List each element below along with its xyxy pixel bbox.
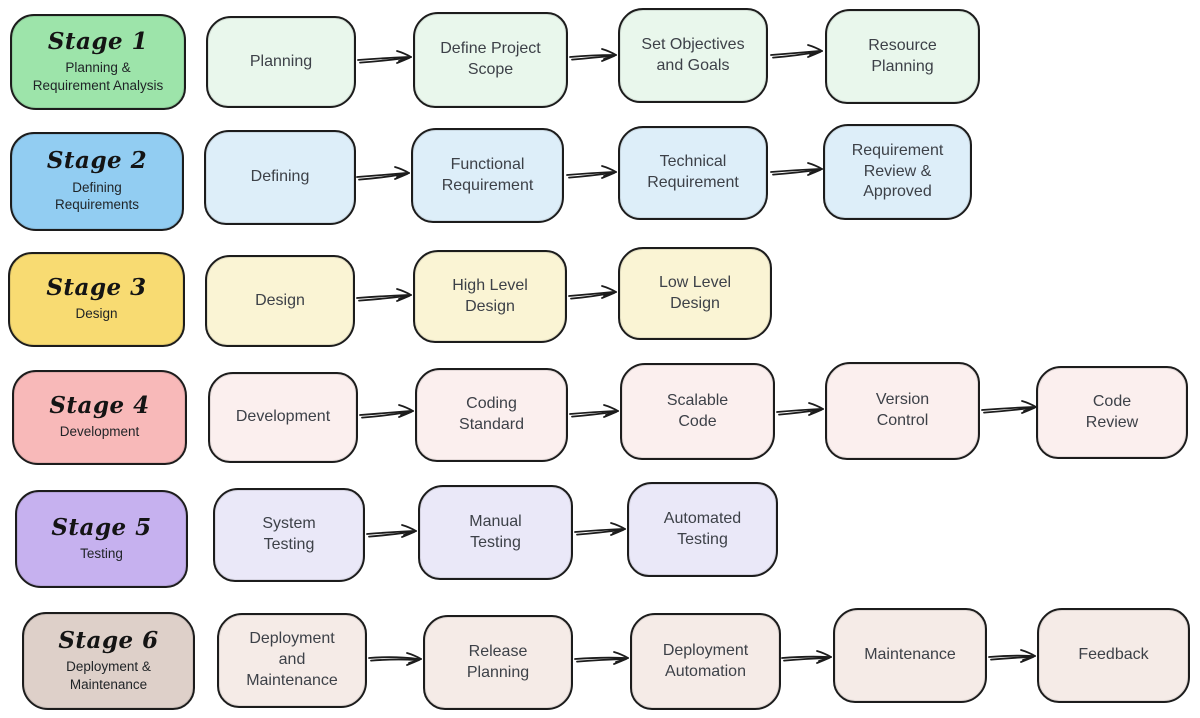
stage-6-subtitle: Deployment & Maintenance <box>66 659 151 692</box>
flow-arrow <box>776 402 824 416</box>
stage-1-subtitle: Planning & Requirement Analysis <box>32 60 164 93</box>
step-label: Low Level Design <box>658 273 732 312</box>
step-label: Release Planning <box>466 642 530 681</box>
flow-arrow <box>988 649 1036 663</box>
flow-arrow <box>566 165 617 179</box>
stage-2-box: Stage 2 Defining Requirements <box>10 132 184 231</box>
flow-arrow <box>368 652 422 666</box>
stage-3-subtitle: Design <box>75 306 118 322</box>
step-label: Manual Testing <box>469 512 522 551</box>
stage-1-title: Stage 1 <box>47 27 149 55</box>
stage-3-box: Stage 3 Design <box>8 252 185 347</box>
step-resource-planning: Resource Planning <box>825 9 980 104</box>
flow-arrow <box>359 404 414 419</box>
stage-5-title: Stage 5 <box>51 513 152 541</box>
flow-arrow <box>770 162 823 176</box>
stage-2-subtitle: Defining Requirements <box>54 179 140 213</box>
step-label: Defining <box>250 168 310 186</box>
stage-4-box: Stage 4 Development <box>12 370 187 465</box>
step-technical-requirement: Technical Requirement <box>618 126 768 220</box>
step-code-review: Code Review <box>1036 366 1188 459</box>
flow-arrow <box>568 285 617 300</box>
step-label: Functional Requirement <box>441 155 534 194</box>
step-defining: Defining <box>204 130 356 225</box>
step-label: Maintenance <box>864 646 956 664</box>
step-design: Design <box>205 255 355 347</box>
step-label: Automated Testing <box>663 509 742 548</box>
step-release-planning: Release Planning <box>423 615 573 710</box>
step-version-control: Version Control <box>825 362 980 460</box>
step-maintenance: Maintenance <box>833 608 987 703</box>
step-requirement-review-approved: Requirement Review & Approved <box>823 124 972 220</box>
step-deployment-automation: Deployment Automation <box>630 613 781 710</box>
step-functional-requirement: Functional Requirement <box>411 128 564 223</box>
step-label: Code Review <box>1085 392 1139 431</box>
step-define-project-scope: Define Project Scope <box>413 12 568 108</box>
step-label: Design <box>255 291 305 309</box>
flow-arrow <box>357 50 412 64</box>
step-label: Development <box>235 408 331 426</box>
step-automated-testing: Automated Testing <box>627 482 778 577</box>
flow-arrow <box>981 400 1037 414</box>
flow-arrow <box>366 524 417 538</box>
step-deployment-and-maintenance: Deployment and Maintenance <box>217 613 367 708</box>
step-label: Technical Requirement <box>647 153 739 191</box>
step-set-objectives-and-goals: Set Objectives and Goals <box>618 8 768 103</box>
step-label: System Testing <box>262 515 316 553</box>
flow-arrow <box>569 404 619 418</box>
flow-arrow <box>356 288 412 302</box>
stage-3-title: Stage 3 <box>46 274 147 302</box>
flow-arrow <box>356 166 410 181</box>
step-label: Set Objectives and Goals <box>641 35 745 74</box>
step-label: Requirement Review & Approved <box>851 141 944 201</box>
stage-5-subtitle: Testing <box>80 545 123 561</box>
stage-6-title: Stage 6 <box>58 626 159 654</box>
step-label: Feedback <box>1078 646 1149 664</box>
stage-5-box: Stage 5 Testing <box>15 490 188 588</box>
step-label: Planning <box>249 52 313 70</box>
step-development: Development <box>208 372 358 463</box>
step-label: Version Control <box>875 391 930 429</box>
step-label: Define Project Scope <box>440 40 541 78</box>
step-label: Resource Planning <box>868 36 937 75</box>
stage-6-box: Stage 6 Deployment & Maintenance <box>22 612 195 710</box>
step-label: Deployment and Maintenance <box>246 630 338 689</box>
stage-2-title: Stage 2 <box>46 147 148 175</box>
step-label: Coding Standard <box>459 395 524 433</box>
step-label: Scalable Code <box>666 391 729 430</box>
step-low-level-design: Low Level Design <box>618 247 772 340</box>
stage-4-title: Stage 4 <box>49 392 150 420</box>
step-manual-testing: Manual Testing <box>418 485 573 580</box>
step-label: Deployment Automation <box>662 641 749 680</box>
step-high-level-design: High Level Design <box>413 250 567 343</box>
flow-arrow <box>574 651 629 665</box>
step-label: High Level Design <box>452 276 528 315</box>
step-planning: Planning <box>206 16 356 108</box>
flow-arrow <box>770 44 823 59</box>
flow-arrow <box>569 48 617 62</box>
flow-arrow <box>574 522 626 536</box>
stage-4-subtitle: Development <box>59 424 140 440</box>
stage-1-box: Stage 1 Planning & Requirement Analysis <box>10 14 186 110</box>
step-coding-standard: Coding Standard <box>415 368 568 462</box>
step-feedback: Feedback <box>1037 608 1190 703</box>
step-scalable-code: Scalable Code <box>620 363 775 460</box>
flow-arrow <box>781 650 832 664</box>
step-system-testing: System Testing <box>213 488 365 582</box>
